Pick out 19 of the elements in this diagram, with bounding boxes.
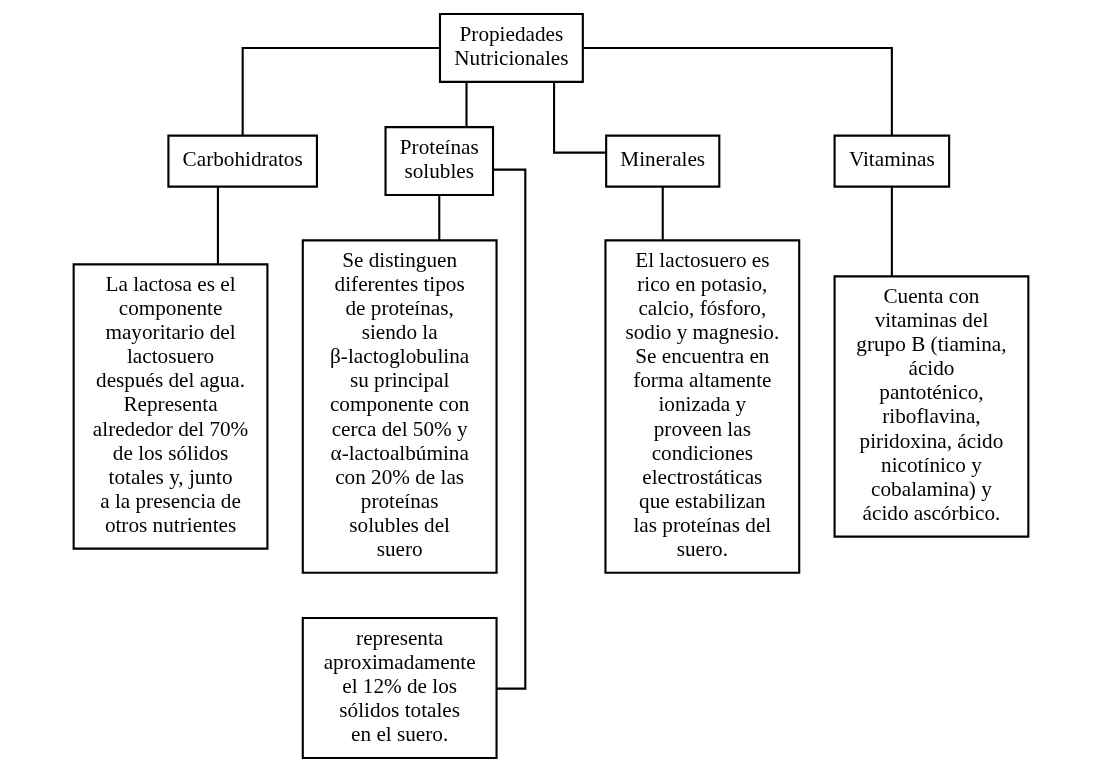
node-box: El lactosuero es rico en potasio, calcio, fósforo, sodio y magnesio. Se encuentra en forma altamente ionizada y proveen las condiciones electrostáticas que estabilizan las proteínas del suero.	[603, 239, 800, 574]
connector	[464, 81, 468, 127]
connector	[582, 46, 893, 136]
node-box: representa aproximadamente el 12% de los sólidos totales en el suero.	[301, 616, 498, 760]
connector	[661, 186, 664, 241]
connector	[437, 195, 440, 241]
connector	[492, 168, 526, 690]
node-box: Cuenta con vitaminas del grupo B (tiamina, ácido pantoténico, riboflavina, piridoxina, ácido nicotínico y cobalamina) y ácido ascórbico.	[833, 275, 1029, 538]
connector	[216, 186, 219, 265]
node-box: La lactosa es el componente mayoritario del lactosuero después del agua. Representa alrededor del 70% de los sólidos totales y, junto a la presencia de otros nutrientes	[72, 263, 268, 550]
node-box: Propiedades Nutricionales	[438, 12, 584, 83]
node-box: Carbohidratos	[166, 134, 318, 188]
node-box: Minerales	[604, 134, 720, 188]
connector	[890, 186, 893, 277]
connector	[241, 46, 439, 136]
node-box: Proteínas solubles	[383, 126, 494, 197]
node-box: Se distinguen diferentes tipos de proteínas, siendo la β-lactoglobulina su principal componente con cerca del 50% y α-lactoalbúmina con 20% de las proteínas solubles del suero	[301, 239, 498, 574]
connector	[552, 82, 606, 154]
node-box: Vitaminas	[833, 134, 950, 188]
